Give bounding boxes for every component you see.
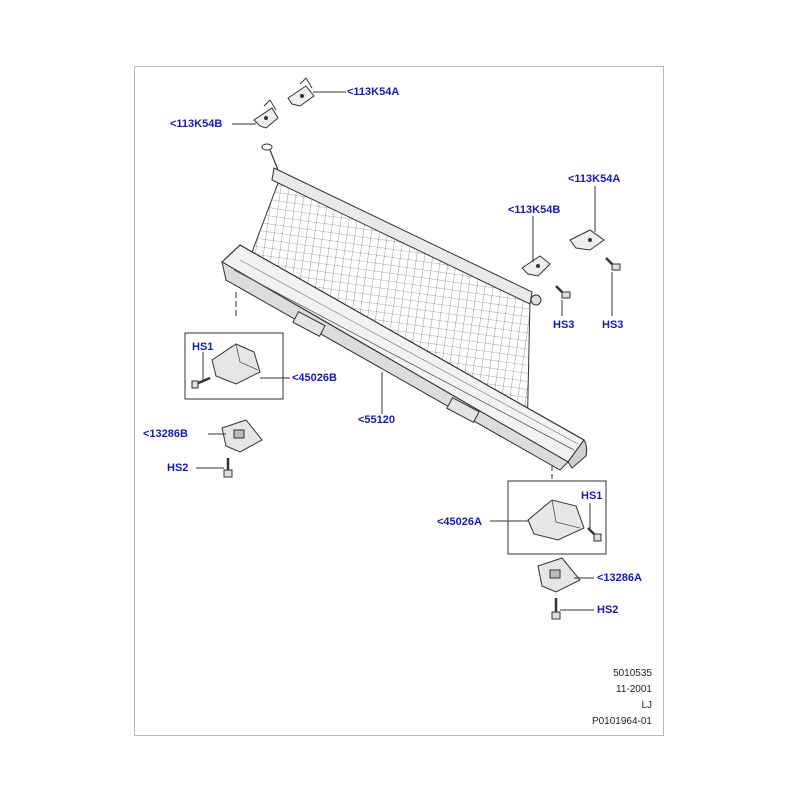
callout-hs2-left: HS2: [167, 462, 189, 474]
roller-cassette: [221, 244, 588, 480]
callout-hs3-right: HS3: [602, 319, 624, 331]
callout-55120: <55120: [358, 414, 396, 426]
callout-hs2-right: HS2: [597, 604, 619, 616]
callout-113k54a-right: <113K54A: [568, 173, 621, 185]
mounting-bracket-45026b: [184, 332, 284, 400]
clip-13286a: [537, 557, 581, 620]
hook-bracket-113k54-right: [521, 229, 621, 299]
illustration-ref: P0101964-01: [591, 716, 652, 727]
diagram-frame: [134, 66, 664, 736]
illustration-model: LJ: [641, 700, 652, 711]
callout-hs3-left: HS3: [553, 319, 575, 331]
callout-113k54b-right: <113K54B: [508, 204, 561, 216]
hook-bracket-113k54-top: [253, 77, 315, 129]
callout-13286a: <13286A: [597, 572, 642, 584]
callout-hs1-left: HS1: [192, 341, 214, 353]
leader-lines: [196, 91, 613, 611]
callout-45026b: <45026B: [292, 372, 337, 384]
illustration-number: 5010535: [613, 668, 652, 679]
callout-113k54b-top: <113K54B: [170, 118, 223, 130]
clip-13286b: [221, 419, 263, 478]
callout-hs1-right: HS1: [581, 490, 603, 502]
callout-45026a: <45026A: [437, 516, 482, 528]
callout-113k54a-top: <113K54A: [347, 86, 400, 98]
illustration-date: 11-2001: [616, 684, 652, 695]
callout-13286b: <13286B: [143, 428, 188, 440]
